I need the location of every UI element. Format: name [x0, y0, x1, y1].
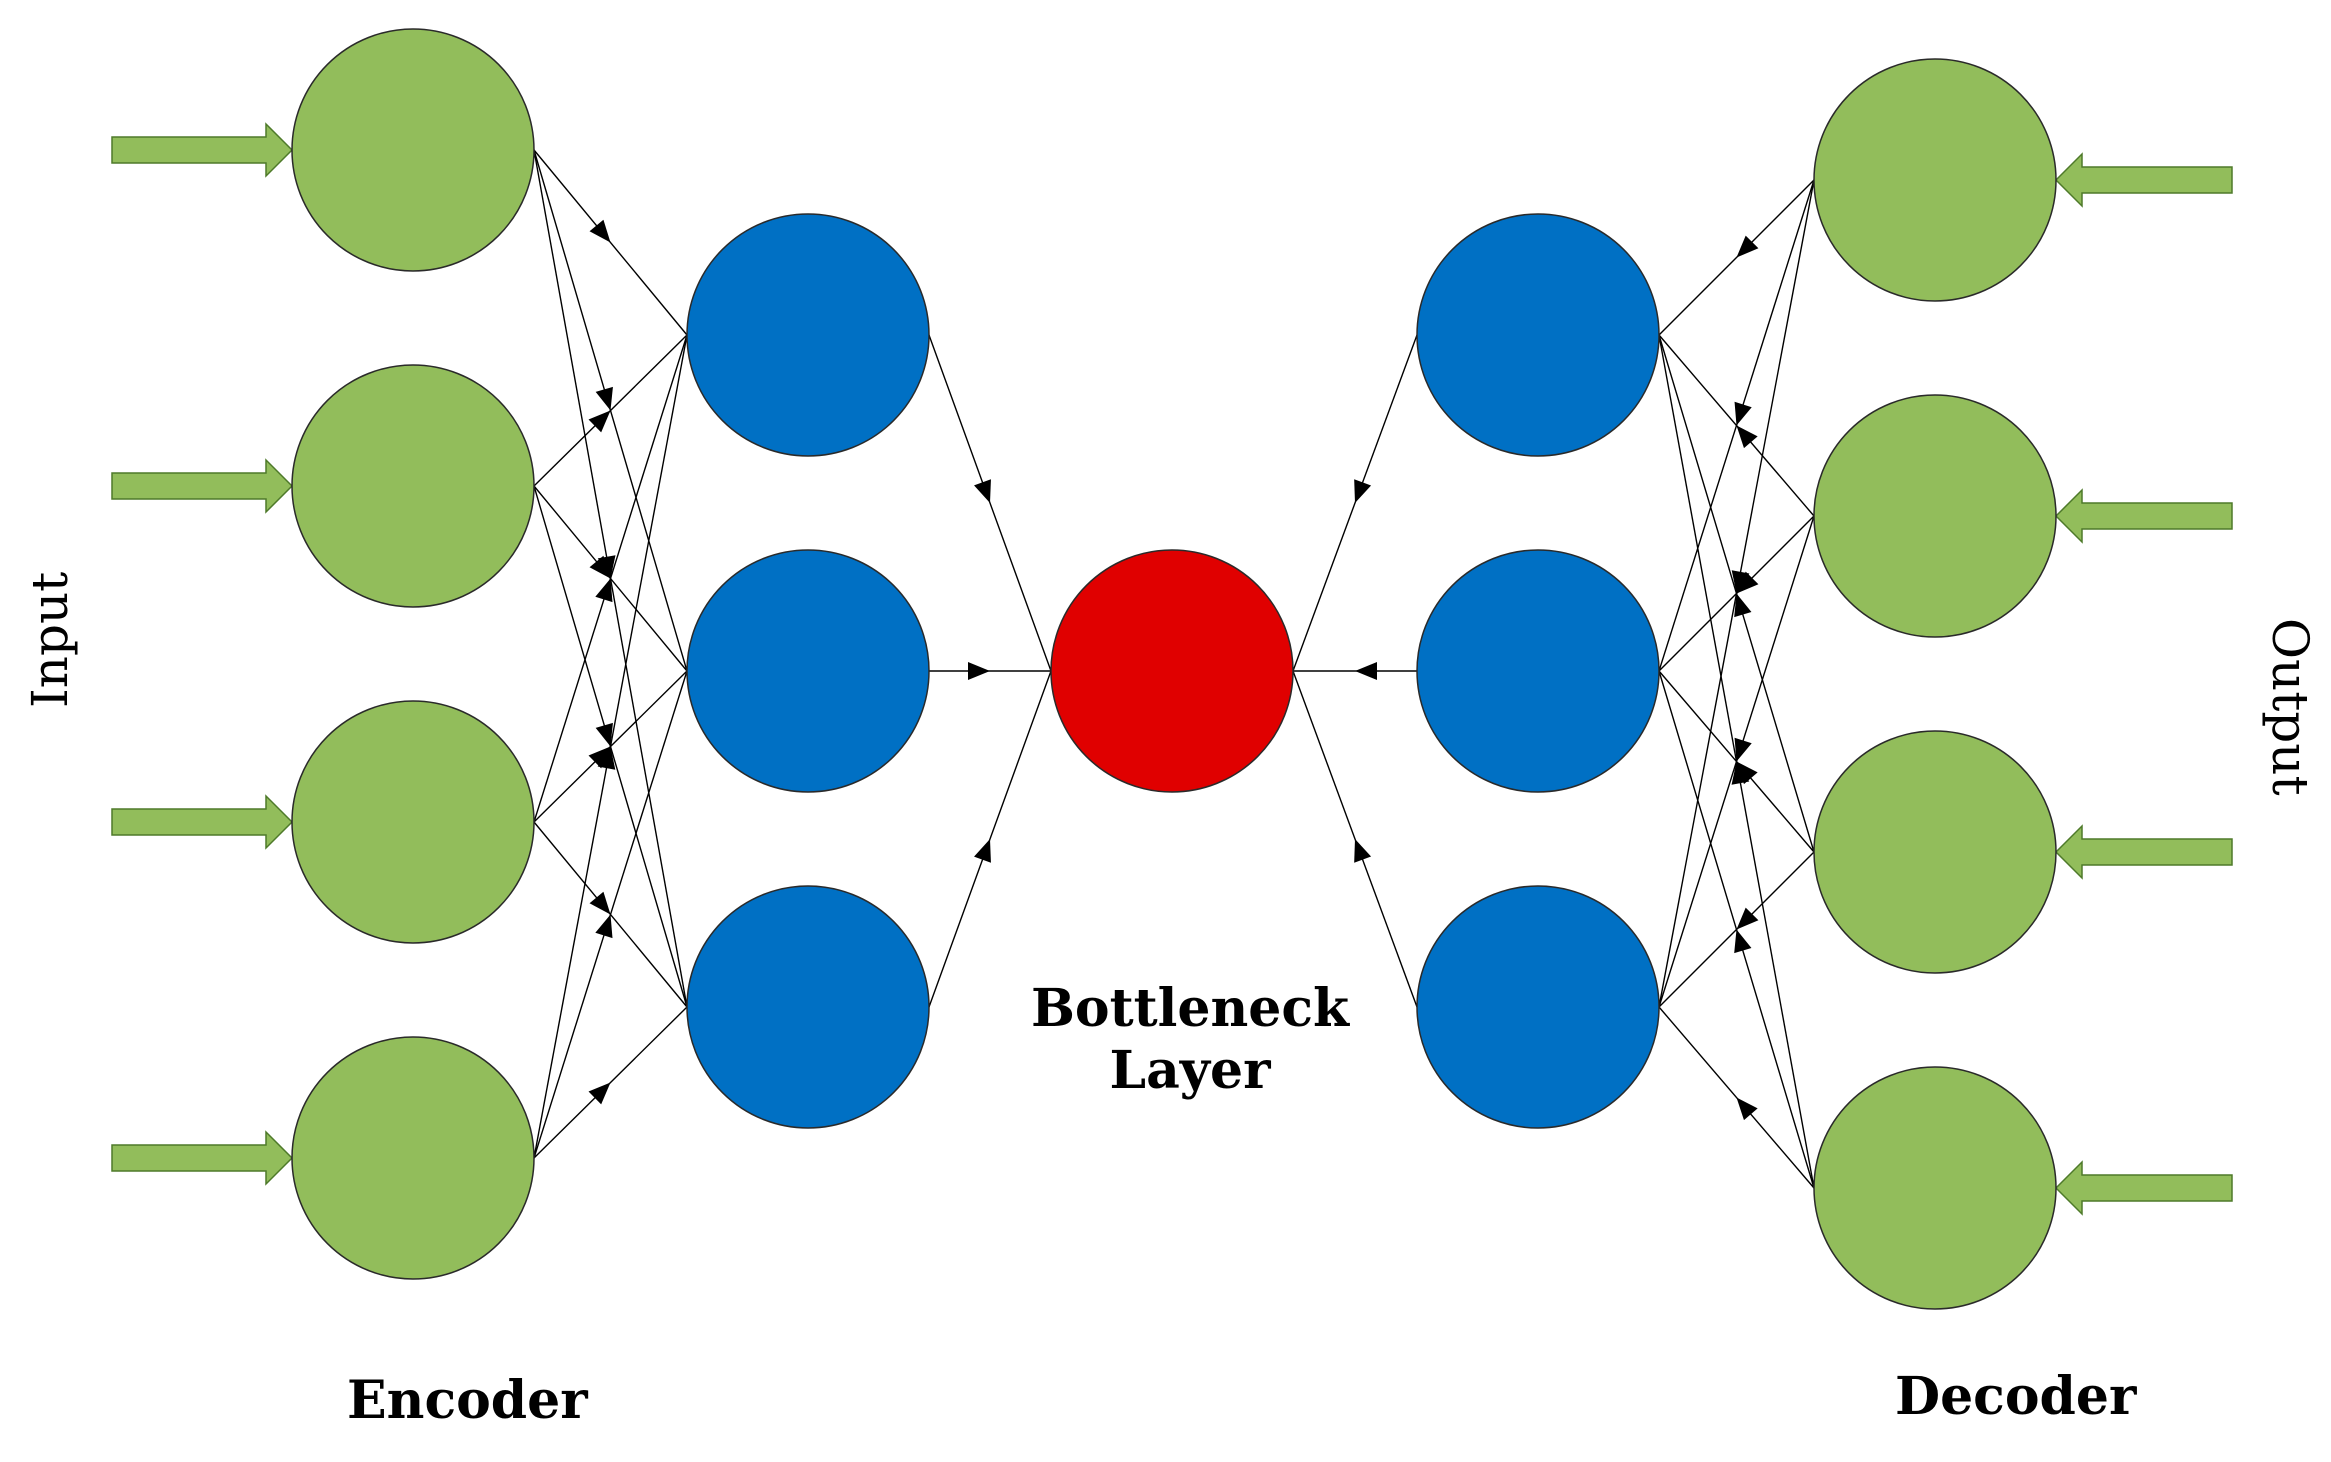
- connection-enc-in-2-to-enc-hid-3-arrowhead: [595, 722, 613, 747]
- nodes: [291, 28, 2057, 1310]
- connection-dec-hid-1-to-bottleneck-arrowhead: [1354, 479, 1372, 503]
- decoder-output-node-2: [1813, 394, 2057, 638]
- input-label: Input: [21, 571, 79, 708]
- connection-dec-hid-2-to-bottleneck-arrowhead: [1355, 662, 1377, 680]
- connection-dec-out-4-to-dec-hid-1: [1658, 334, 1815, 1189]
- connection-dec-out-1-to-dec-hid-2-arrowhead: [1734, 401, 1752, 426]
- connection-enc-in-1-to-enc-hid-2-arrowhead: [595, 386, 613, 411]
- decoder-hidden-node-2: [1416, 549, 1660, 793]
- connection-enc-hid-1-to-bottleneck: [928, 334, 1052, 672]
- decoder-hidden-node-3: [1416, 885, 1660, 1129]
- output-label: Output: [2261, 618, 2319, 796]
- connection-enc-in-2-to-enc-hid-1-arrowhead: [588, 410, 611, 433]
- bottleneck-node: [1050, 549, 1294, 793]
- connections: [533, 149, 1815, 1189]
- bottleneck-label-line2: Layer: [1109, 1040, 1271, 1101]
- encoder-input-node-3: [291, 700, 535, 944]
- connection-dec-out-2-to-dec-hid-3-arrowhead: [1734, 737, 1752, 762]
- connection-enc-hid-2-to-bottleneck: [929, 662, 1051, 680]
- decoder-label: Decoder: [1895, 1366, 2137, 1427]
- connection-dec-hid-3-to-bottleneck: [1292, 670, 1418, 1008]
- connection-dec-out-3-to-dec-hid-2-arrowhead: [1736, 761, 1758, 785]
- connection-dec-hid-3-to-bottleneck-arrowhead: [1354, 839, 1372, 863]
- connection-enc-in-3-to-enc-hid-1-arrowhead: [595, 578, 613, 603]
- connection-enc-in-4-to-enc-hid-3: [533, 1006, 688, 1159]
- connection-dec-out-3-to-dec-hid-3-arrowhead: [1736, 907, 1759, 930]
- connection-enc-in-3-to-enc-hid-2-arrowhead: [588, 746, 611, 769]
- connection-dec-hid-1-to-bottleneck: [1292, 334, 1418, 672]
- output-arrow-3: [2054, 824, 2233, 880]
- connection-enc-in-2-to-enc-hid-2-arrowhead: [589, 555, 611, 579]
- output-arrow-1: [2054, 152, 2233, 208]
- encoder-input-node-2: [291, 364, 535, 608]
- encoder-input-node-1: [291, 28, 535, 272]
- connection-dec-out-1-to-dec-hid-1-arrowhead: [1736, 235, 1759, 258]
- encoder-label: Encoder: [347, 1370, 588, 1431]
- connection-dec-out-4-to-dec-hid-2: [1658, 670, 1815, 1189]
- connection-enc-in-4-to-enc-hid-1-arrowhead: [597, 746, 616, 770]
- connection-dec-out-3-to-dec-hid-1-arrowhead: [1734, 593, 1752, 618]
- decoder-output-node-3: [1813, 730, 2057, 974]
- input-arrow-1: [111, 122, 294, 178]
- connection-enc-in-4-to-enc-hid-2: [533, 670, 688, 1159]
- connection-enc-hid-1-to-bottleneck-arrowhead: [974, 479, 991, 503]
- connection-dec-out-3-to-dec-hid-1: [1658, 334, 1815, 853]
- encoder-hidden-node-3: [686, 885, 930, 1129]
- connection-enc-in-1-to-enc-hid-1: [533, 149, 688, 336]
- connection-enc-in-3-to-enc-hid-3-arrowhead: [589, 891, 611, 915]
- connection-dec-out-2-to-dec-hid-1: [1658, 334, 1815, 517]
- input-arrow-4: [111, 1130, 294, 1186]
- connection-dec-hid-2-to-bottleneck: [1293, 662, 1417, 680]
- connection-enc-hid-3-to-bottleneck: [928, 670, 1052, 1008]
- output-arrow-4: [2054, 1160, 2233, 1216]
- connection-dec-out-4-to-dec-hid-1-arrowhead: [1731, 761, 1750, 785]
- connection-dec-out-1-to-dec-hid-1: [1658, 179, 1815, 336]
- connection-dec-out-2-to-dec-hid-1-arrowhead: [1736, 425, 1758, 449]
- connection-enc-in-2-to-enc-hid-1: [533, 334, 688, 487]
- decoder-hidden-node-1: [1416, 213, 1660, 457]
- input-arrow-3: [111, 794, 294, 850]
- output-arrow-2: [2054, 488, 2233, 544]
- connection-enc-in-4-to-enc-hid-2-arrowhead: [595, 914, 613, 939]
- input-arrow-2: [111, 458, 294, 514]
- connection-enc-hid-3-to-bottleneck-arrowhead: [974, 839, 991, 863]
- decoder-output-node-1: [1813, 58, 2057, 302]
- encoder-hidden-node-1: [686, 213, 930, 457]
- connection-enc-in-3-to-enc-hid-1: [533, 334, 688, 823]
- connection-enc-in-4-to-enc-hid-1: [533, 334, 688, 1159]
- encoder-hidden-node-2: [686, 549, 930, 793]
- connection-dec-out-4-to-dec-hid-2-arrowhead: [1734, 929, 1752, 954]
- io-arrows: [111, 122, 2233, 1216]
- encoder-input-node-4: [291, 1036, 535, 1280]
- connection-enc-in-1-to-enc-hid-1-arrowhead: [589, 219, 611, 243]
- connection-dec-out-2-to-dec-hid-2-arrowhead: [1736, 571, 1759, 594]
- decoder-output-node-4: [1813, 1066, 2057, 1310]
- connection-dec-out-4-to-dec-hid-3-arrowhead: [1736, 1097, 1758, 1121]
- connection-enc-hid-2-to-bottleneck-arrowhead: [968, 662, 990, 680]
- connection-dec-out-4-to-dec-hid-3: [1658, 1006, 1815, 1189]
- bottleneck-layer-label: Bottleneck Layer: [1000, 978, 1380, 1102]
- bottleneck-label-line1: Bottleneck: [1030, 978, 1350, 1039]
- connection-enc-in-4-to-enc-hid-3-arrowhead: [588, 1082, 611, 1105]
